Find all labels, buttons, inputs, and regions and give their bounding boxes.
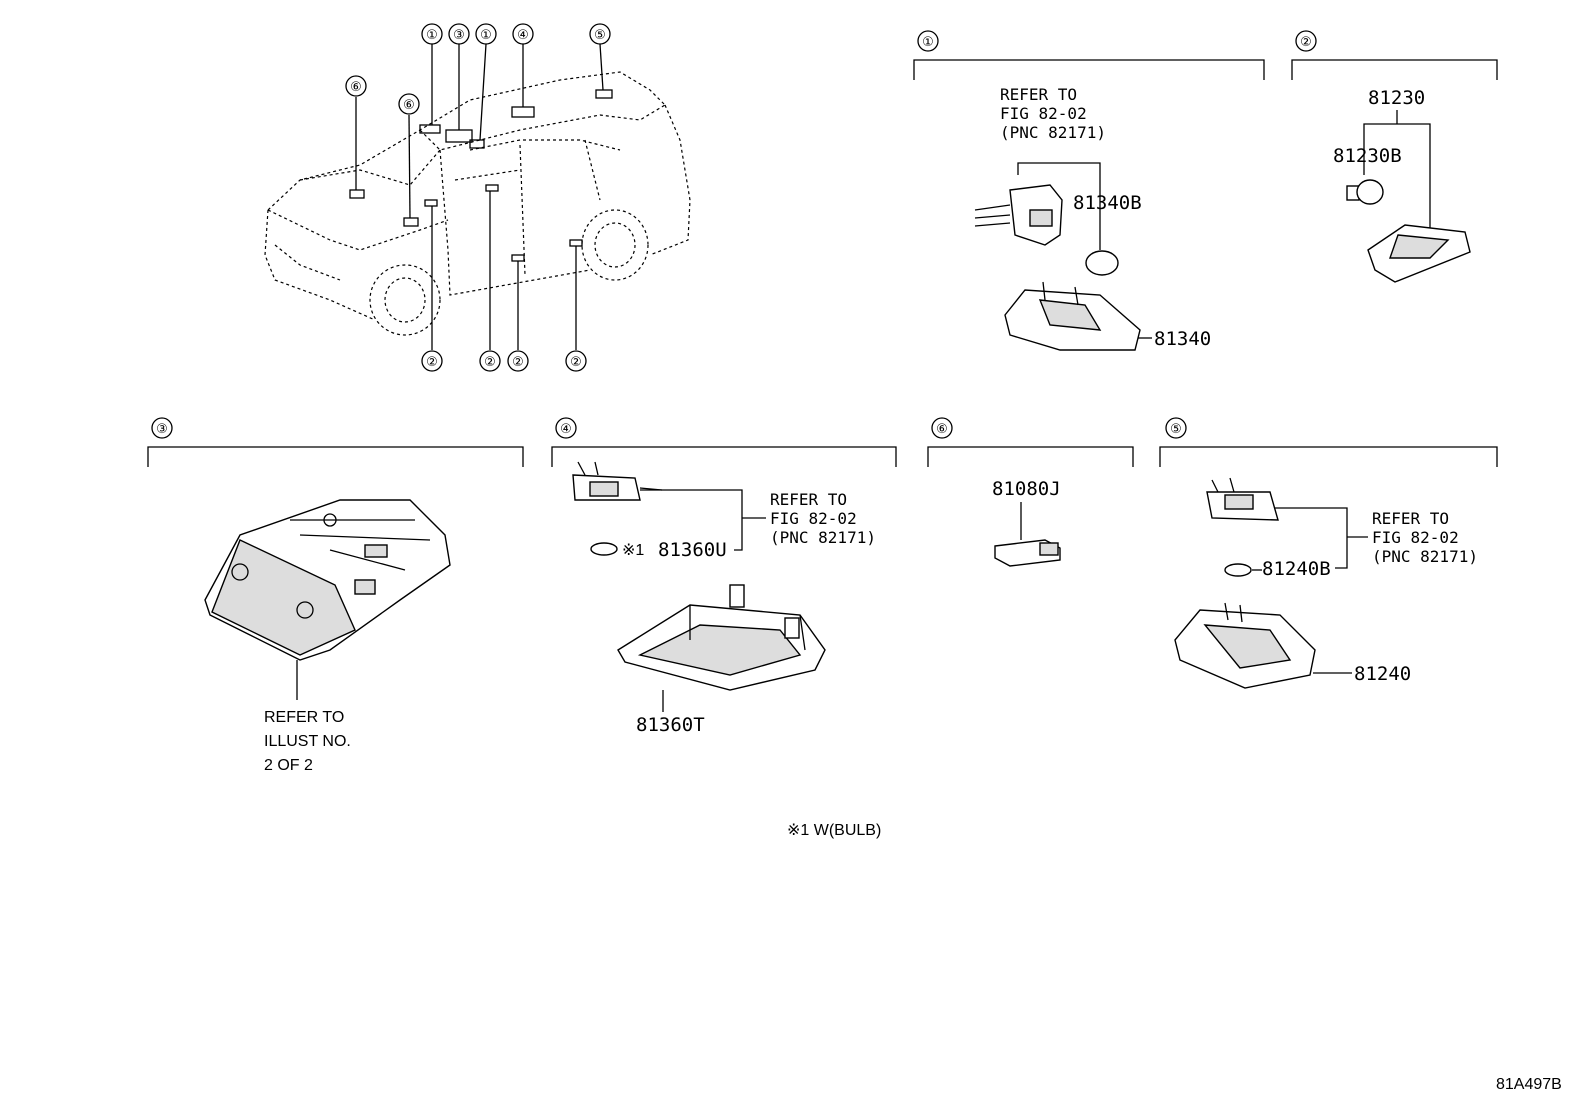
callout-circle — [448, 23, 470, 45]
callout-label: ⑥ — [350, 79, 362, 94]
part-number: 81080J — [992, 478, 1061, 500]
callout-label: ⑤ — [594, 27, 606, 42]
lamp-housing-part — [1004, 281, 1141, 351]
lamp-assembly-part — [617, 584, 826, 691]
bulb-footnote: ※1 W(BULB) — [787, 822, 881, 839]
bulb-part — [590, 542, 618, 556]
section-marker: ⑤ — [1170, 421, 1182, 436]
part-number: 81240 — [1354, 663, 1411, 685]
switch-part — [994, 539, 1061, 567]
callout-circle — [565, 350, 587, 372]
section-marker: ② — [1300, 34, 1312, 49]
callout-circle — [589, 23, 611, 45]
socket-part — [1206, 477, 1279, 521]
section-6: ⑥ 81080J — [927, 417, 1134, 567]
section-2: ② 81230 81230B — [1291, 30, 1498, 283]
bulb-part — [1224, 563, 1252, 577]
callout-circle — [421, 23, 443, 45]
part-number: 81230B — [1333, 145, 1402, 167]
section-1: ① REFER TO FIG 82-02 (PNC 82171) 81340B … — [913, 30, 1265, 351]
car-callouts: ① ③ ① ④ ⑤ ⑥ ⑥ ② ② ② ② — [345, 23, 611, 372]
part-number: 81240B — [1262, 558, 1331, 580]
section-marker: ④ — [560, 421, 572, 436]
part-number: 81230 — [1368, 87, 1425, 109]
refer-line-3: 2 OF 2 — [264, 757, 313, 774]
callout-label: ① — [426, 27, 438, 42]
callout-leaders — [355, 43, 604, 350]
refer-line-1: REFER TO — [1000, 85, 1077, 104]
refer-line-2: ILLUST NO. — [264, 733, 351, 750]
refer-line-1: REFER TO — [770, 490, 847, 509]
callout-label: ④ — [517, 27, 529, 42]
callout-label: ⑥ — [403, 97, 415, 112]
part-number: 81360T — [636, 714, 705, 736]
overhead-console-part — [204, 499, 451, 661]
section-marker: ① — [922, 34, 934, 49]
bulb-part — [1085, 250, 1119, 276]
callout-circle — [398, 93, 420, 115]
section-4: ④ ※1 81360U REFER TO FIG 82-02 (PNC 8217… — [551, 417, 897, 736]
callout-label: ① — [480, 27, 492, 42]
lamp-housing-part — [1367, 224, 1471, 283]
refer-line-2: FIG 82-02 — [770, 509, 857, 528]
callout-label: ② — [512, 354, 524, 369]
callout-circle — [507, 350, 529, 372]
callout-label: ② — [426, 354, 438, 369]
callout-label: ③ — [453, 27, 465, 42]
refer-line-2: FIG 82-02 — [1372, 528, 1459, 547]
refer-line-1: REFER TO — [264, 709, 344, 726]
refer-line-3: (PNC 82171) — [770, 528, 876, 547]
part-number: 81340 — [1154, 328, 1211, 350]
socket-part — [572, 461, 663, 501]
callout-circle — [512, 23, 534, 45]
section-marker: ③ — [156, 421, 168, 436]
section-marker: ⑥ — [936, 421, 948, 436]
lamp-housing-part — [1174, 602, 1316, 689]
callout-label: ② — [570, 354, 582, 369]
refer-line-3: (PNC 82171) — [1372, 547, 1478, 566]
refer-line-2: FIG 82-02 — [1000, 104, 1087, 123]
section-5: ⑤ 81240B REFER TO FIG 82-02 (PNC 82171) … — [1159, 417, 1498, 689]
callout-circle — [421, 350, 443, 372]
section-3: ③ REFER TO ILLUST NO. 2 OF 2 — [147, 417, 524, 774]
callout-circle — [479, 350, 501, 372]
part-number: 81340B — [1073, 192, 1142, 214]
callout-label: ② — [484, 354, 496, 369]
bulb-note: ※1 — [622, 542, 644, 559]
socket-part — [974, 184, 1063, 246]
bulb-part — [1346, 179, 1384, 205]
callout-circle — [345, 75, 367, 97]
figure-code: 81A497B — [1496, 1076, 1562, 1093]
vehicle-illustration — [264, 71, 691, 336]
refer-line-1: REFER TO — [1372, 509, 1449, 528]
part-number: 81360U — [658, 539, 727, 561]
refer-line-3: (PNC 82171) — [1000, 123, 1106, 142]
callout-circle — [475, 23, 497, 45]
